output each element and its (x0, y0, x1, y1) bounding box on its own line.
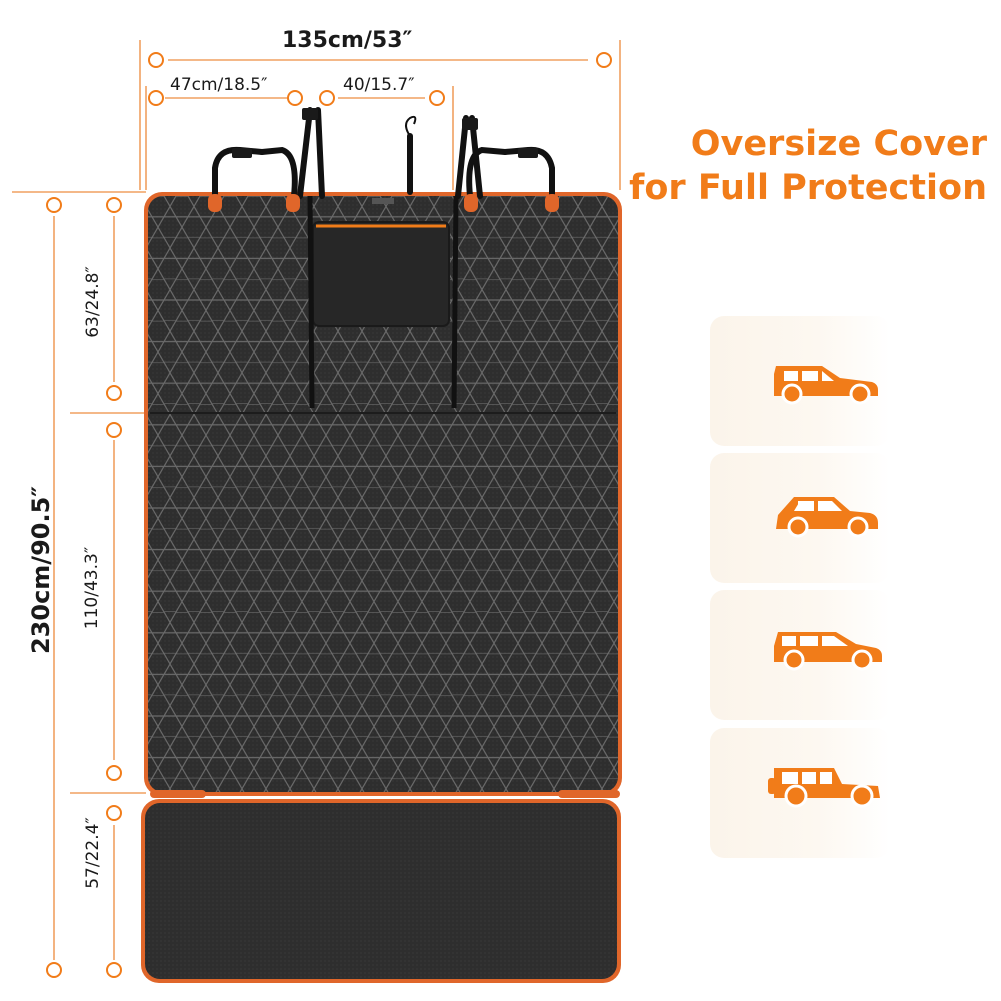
total-width-label: 135cm/53″ (282, 28, 413, 53)
left-width-label: 47cm/18.5″ (170, 75, 268, 95)
headline-line-2: for Full Protection (629, 168, 987, 208)
seat-panel (145, 803, 617, 979)
back-upper-height-label: 63/24.8″ (83, 266, 103, 338)
total-height-label: 230cm/90.5″ (27, 485, 55, 655)
vehicle-card-jeep (710, 728, 890, 858)
suv-icon (774, 366, 878, 405)
vehicle-card-suv (710, 316, 890, 446)
jeep-icon (768, 768, 880, 808)
vehicle-card-sedan (710, 453, 890, 583)
headline: Oversize Cover for Full Protection (629, 122, 987, 210)
vehicle-card-wagon (710, 590, 890, 720)
mid-width-label: 40/15.7″ (343, 75, 415, 95)
wagon-icon (774, 632, 882, 671)
headline-line-1: Oversize Cover (690, 124, 987, 164)
sedan-icon (776, 497, 878, 538)
storage-pocket (312, 221, 450, 327)
seat-length-label: 57/22.4″ (83, 817, 103, 889)
back-lower-height-label: 110/43.3″ (82, 546, 102, 630)
